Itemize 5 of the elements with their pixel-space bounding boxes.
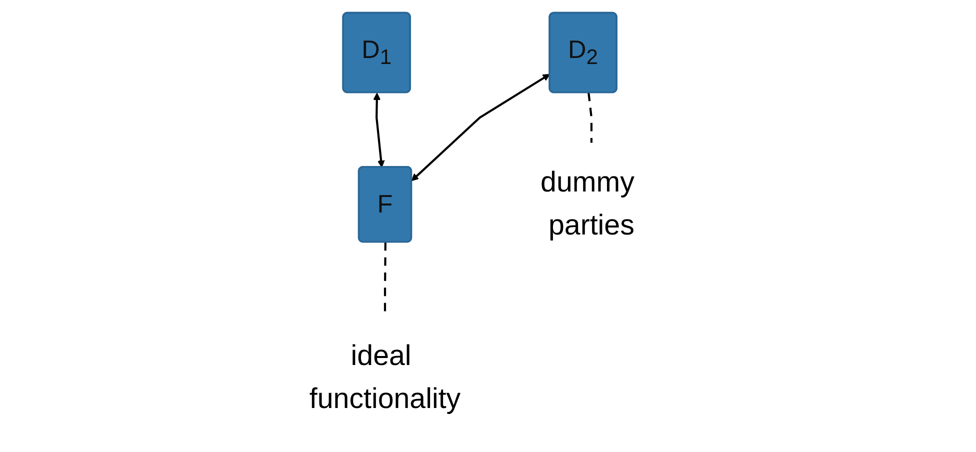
- connector: [587, 92, 592, 143]
- node-text: ideal functionality: [309, 340, 460, 415]
- node-text: dummy parties: [540, 166, 634, 242]
- arrow: [372, 92, 385, 168]
- arrow: [411, 74, 550, 182]
